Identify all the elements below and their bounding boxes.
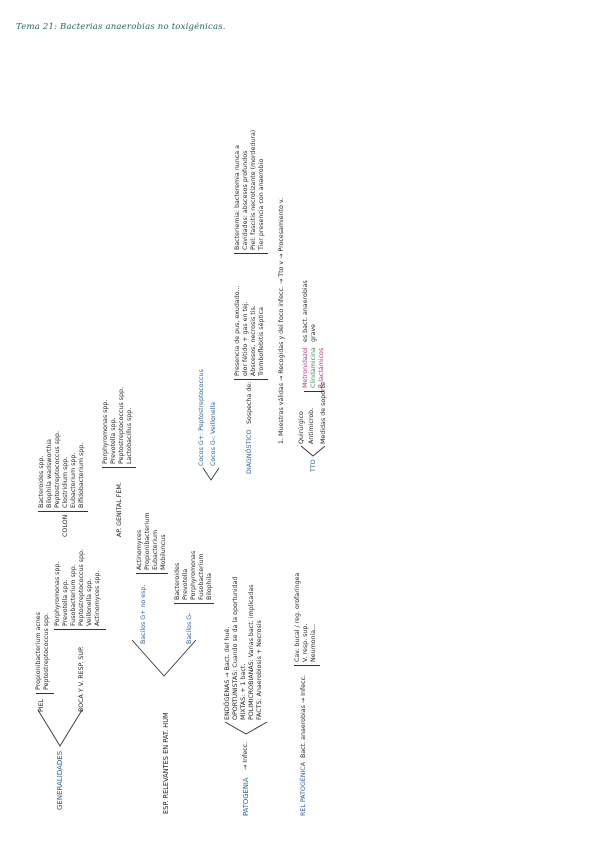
- bacilos-neg-item: Prevotella: [182, 568, 189, 600]
- colon-item: Bilophila wadsworthia: [46, 439, 53, 508]
- cocos-brace: [202, 467, 220, 481]
- bacilos-pos-bar: [136, 573, 168, 574]
- diagnostico-item: Tromboflebitis séptica: [258, 307, 265, 376]
- ap-genital-item: Prevotella spp.: [110, 417, 117, 464]
- rel-bar: [294, 665, 320, 666]
- colon-item: Peptostreptococcus spp.: [54, 431, 61, 508]
- bacilos-neg-item: Fusobacterium: [198, 553, 205, 600]
- colon-item: Bacteroides spp.: [38, 455, 45, 508]
- patogenia-item: ENDÓGENAS → Bact. del hué.: [224, 626, 231, 720]
- boca-item: Fusobacterium spp.: [70, 564, 77, 626]
- ap-genital-item: Peptostreptococcus spp.: [118, 387, 125, 464]
- piel-item: Peptostreptococcus spp.: [43, 613, 50, 690]
- esp-heading: ESP. RELEVANTES EN PAT. HUM: [162, 712, 170, 814]
- esp-brace: [131, 639, 197, 677]
- ap-genital-item: Lactobacillus spp.: [126, 407, 133, 464]
- right-item: Piel: fascitis necrotizante (mordedura): [250, 129, 257, 250]
- generalidades-heading: GENERALIDADES: [56, 750, 64, 810]
- colon-bar: [38, 511, 88, 512]
- metro-text: Metronidazol: [302, 347, 309, 388]
- patogenia-arrow: → Infecc.: [242, 741, 249, 770]
- metro-note: es bact. anaerobias: [302, 280, 309, 342]
- diagnostico-item: Abscesos, necrosis tis.: [250, 305, 257, 376]
- patogenia-item: OPORTUNISTAS: Cuando se da la oportunida…: [232, 576, 239, 721]
- tto-brace: [300, 445, 326, 457]
- tto-bar: [304, 391, 324, 392]
- diagnostico-heading: DIAGNÓSTICO: [246, 429, 253, 474]
- patogenia-brace: [224, 721, 268, 735]
- bacilos-neg-item: Bilophila: [206, 572, 213, 600]
- generalidades-brace: [37, 709, 83, 747]
- colon-item: Eubacterium spp.: [70, 452, 77, 508]
- boca-item: Actinomyces spp.: [94, 570, 101, 626]
- blact-text: β-lactámicos: [318, 347, 325, 388]
- tto-item: Quirúrgico: [298, 411, 305, 444]
- boca-item: Porphyromonas spp.: [54, 561, 61, 626]
- bacilos-neg-item: Bacteroides: [174, 562, 181, 600]
- rel-item: Cav. bucal / reg. orofaríngea: [294, 572, 301, 662]
- patogenia-heading: PATOGENIA: [242, 777, 250, 816]
- rel-heading: REL PATOGÉNICA: [300, 761, 307, 816]
- boca-bar: [54, 629, 106, 630]
- diagnostico-item: olor fétido + gas en tej.: [242, 301, 249, 376]
- tto-heading: TTO: [310, 459, 317, 472]
- patogenia-item: FACTS: Anaerobiosis + Necrosis: [256, 620, 263, 720]
- colon-item: Clostridium spp.: [62, 456, 69, 508]
- boca-item: Veillonella spp.: [86, 578, 93, 626]
- right-bar: [234, 253, 268, 254]
- colon-item: Bifidobacterium spp.: [78, 442, 85, 508]
- right-item: Tier presencia con anaerobio: [258, 158, 265, 250]
- muestras-text: 1. Muestras válidas → Recogidas y del fo…: [278, 197, 285, 444]
- patogenia-item: MIXTAS: + 1 bact.: [240, 663, 247, 720]
- diagnostico-bar: [234, 379, 268, 380]
- bacilos-neg-bar: [174, 603, 214, 604]
- rel-text: Bact. anaerobias → Infecc.: [300, 674, 307, 758]
- bacilos-pos-label: Bacilos G+ no esp.: [140, 584, 147, 644]
- ap-genital-item: Porphyromonas spp.: [102, 399, 109, 464]
- ap-genital-label: AP. GENITAL FEM.: [116, 482, 123, 537]
- rotated-notes: GENERALIDADES PIEL Propionibacterium acn…: [35, 120, 338, 820]
- patogenia-item: POLIMICROBIANAS: Varias bact. implicadas: [248, 584, 255, 720]
- ap-genital-bar: [102, 467, 136, 468]
- cocos-pos: Cocos G+: Peptostreptococcus: [198, 369, 205, 466]
- bacilos-pos-item: Mobiluncus: [160, 534, 167, 571]
- diagnostico-text: Sospecha de:: [246, 381, 253, 424]
- tto-item: Antimicrob.: [308, 407, 315, 444]
- bacilos-neg-label: Bacilos G-: [186, 612, 193, 644]
- bacilos-pos-item: Propionibacterium: [144, 512, 151, 570]
- cocos-neg: Cocos G-: Veillonella: [210, 401, 217, 466]
- boca-label: BOCA Y V. RESP. SUP.: [78, 646, 85, 712]
- right-item: Bacteriemia: bacteremia nunca a: [234, 145, 241, 250]
- clinda-text: Clindamicina: [310, 347, 317, 388]
- piel-label: PIEL: [38, 698, 45, 712]
- rel-item: Neumonía...: [310, 623, 317, 662]
- clinda-note: grave: [310, 323, 317, 342]
- piel-item: Propionibacterium acnes: [35, 612, 42, 690]
- boca-item: Prevotella spp.: [62, 579, 69, 626]
- page-title: Tema 21: Bacterias anaerobias no toxigén…: [16, 22, 226, 32]
- boca-item: Peptostreptococcus spp.: [78, 549, 85, 626]
- rel-item: V. resp. sup.: [302, 623, 309, 662]
- diagnostico-item: Presencia de pus, exudado...: [234, 285, 241, 376]
- right-item: Cavidades: abscesos profundos: [242, 150, 249, 250]
- bacilos-pos-item: Eubacterium: [152, 529, 159, 570]
- colon-label: COLON: [62, 514, 69, 537]
- piel-bar: [36, 693, 54, 694]
- bacilos-neg-item: Porphyromonas: [190, 550, 197, 600]
- bacilos-pos-item: Actinomyces: [136, 529, 143, 570]
